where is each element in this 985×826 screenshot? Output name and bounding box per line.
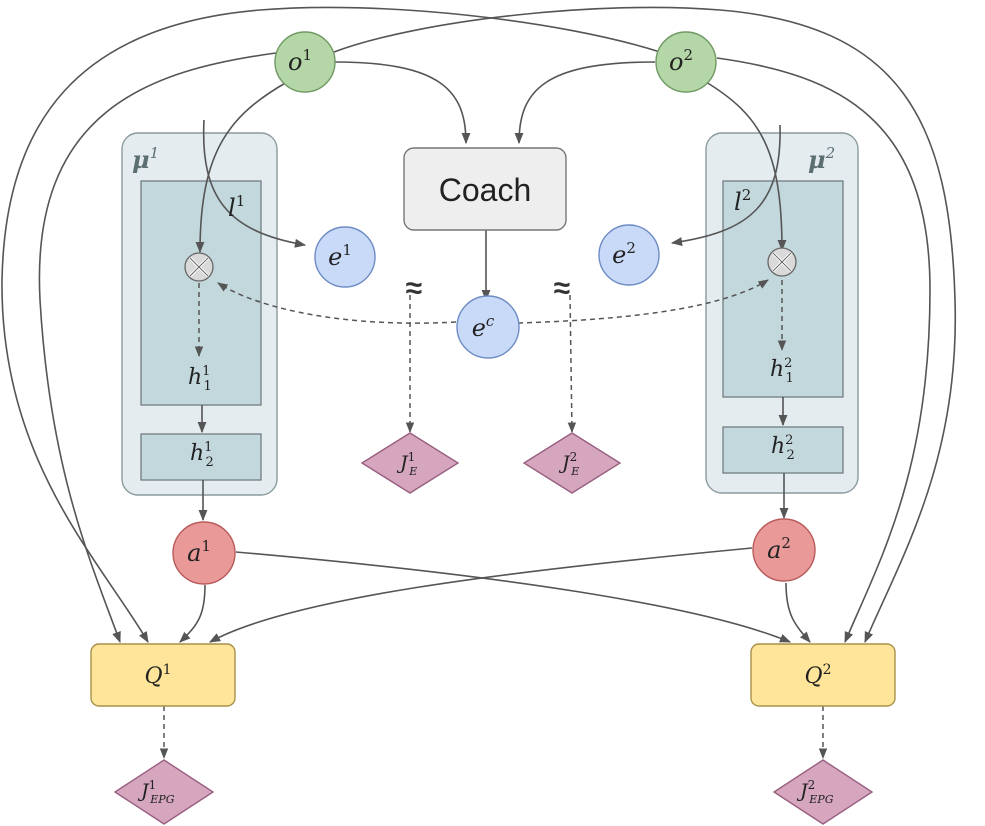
svg-text:a1: a1 [187,537,211,567]
o1-sup: 1 [302,46,312,64]
dashed-edges [159,279,828,760]
embedding-node-2: e2 [598,224,660,286]
action-node-1: a1 [172,521,236,585]
mu1-label: μ1 [132,144,159,174]
svg-text:o2: o2 [669,46,693,76]
svg-text:J2E: J2E [558,450,579,478]
svg-text:o1: o1 [288,46,312,76]
o1-base: o [288,48,302,76]
svg-text:Q1: Q1 [145,662,172,689]
multiply-icon-2 [767,247,797,277]
edges [1,6,957,644]
svg-text:a2: a2 [767,534,791,564]
coach-node: Coach [403,147,567,231]
embedding-node-coach: ec [456,295,520,359]
svg-text:Q2: Q2 [805,662,832,689]
embedding-node-1: e1 [314,226,376,288]
observation-node-1: o1 [274,31,336,93]
approx-symbol-right: ≈ [554,272,570,305]
svg-text:ec: ec [472,312,495,342]
mu2-label: μ2 [808,144,835,174]
policy-2-container [705,132,859,494]
approx-symbol-left: ≈ [406,272,422,305]
o2-base: o [669,48,683,76]
critic-node-2: Q2 [750,643,896,707]
l1-label: l1 [228,192,245,222]
svg-text:e2: e2 [612,239,636,269]
action-node-2: a2 [752,518,816,582]
svg-text:J1E: J1E [396,450,417,478]
svg-text:e1: e1 [328,241,352,271]
observation-node-2: o2 [655,31,717,93]
l2-label: l2 [734,186,751,216]
o2-sup: 2 [683,46,693,64]
multiply-icon-1 [184,252,214,282]
coach-label: Coach [439,172,532,208]
critic-node-1: Q1 [90,643,236,707]
